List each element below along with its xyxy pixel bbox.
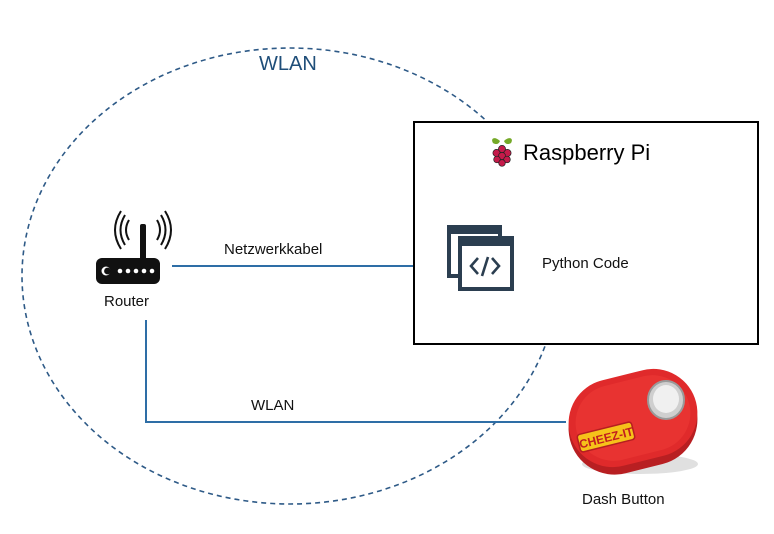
wlan-zone-label: WLAN — [259, 53, 317, 75]
dash-button-device: CHEEZ-IT — [568, 368, 698, 475]
raspberry-pi-logo-icon — [492, 138, 512, 167]
dash-button-label: Dash Button — [582, 491, 665, 508]
wlan-link-line — [145, 320, 566, 423]
wlan-link-label: WLAN — [251, 397, 295, 414]
wifi-router-icon — [96, 210, 172, 284]
network-cable-label: Netzwerkkabel — [224, 241, 323, 258]
raspberry-pi-title: Raspberry Pi — [523, 140, 651, 165]
router-label: Router — [104, 293, 150, 310]
python-code-label: Python Code — [542, 255, 629, 272]
code-window-icon — [447, 225, 514, 291]
